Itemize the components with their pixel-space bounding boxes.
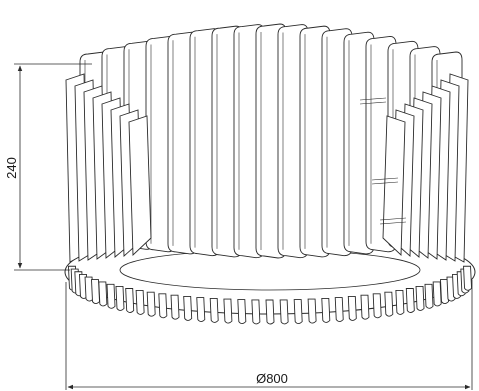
left-side-fin (128, 115, 152, 257)
clip-mark (371, 181, 399, 185)
bottom-fin (183, 296, 193, 321)
diameter-label: Ø800 (256, 371, 288, 386)
clip-mark (359, 101, 387, 105)
height-label: 240 (4, 157, 19, 179)
bottom-fin (360, 294, 370, 320)
bottom-fin (98, 281, 108, 307)
bottom-fin (463, 265, 472, 291)
bottom-fin (237, 299, 247, 325)
bottom-fin (125, 288, 135, 313)
bottom-fin (395, 289, 405, 315)
bottom-fin (135, 289, 145, 315)
clip-mark (371, 177, 399, 181)
bottom-fin (347, 296, 357, 321)
bottom-fin (321, 297, 331, 323)
bottom-fin (265, 299, 275, 325)
right-side-fin (382, 115, 406, 257)
bottom-fin (91, 279, 100, 304)
bottom-fin (334, 297, 344, 322)
clip-mark (379, 217, 407, 221)
bottom-fin (372, 293, 382, 319)
bottom-fin (384, 291, 394, 317)
bottom-fin (170, 294, 180, 320)
bottom-fin (279, 299, 289, 325)
bottom-fin (293, 299, 303, 325)
bottom-fin (405, 288, 415, 313)
bottom-fin (415, 286, 425, 311)
height-dimension: 240 (4, 63, 92, 271)
bottom-fin (440, 279, 449, 304)
bottom-fin (307, 298, 317, 324)
bottom-fin (146, 291, 156, 317)
bottom-fin (209, 297, 219, 323)
bottom-fin (106, 283, 116, 309)
clip-mark (359, 97, 387, 101)
bottom-fin (115, 286, 125, 311)
pendant-lamp-shade (64, 23, 476, 325)
clip-mark (379, 221, 407, 225)
bottom-fin (424, 283, 434, 309)
bottom-fin (196, 297, 206, 322)
diameter-dimension: Ø800 (65, 280, 473, 390)
bottom-fin (223, 298, 233, 324)
bottom-fin (251, 299, 261, 325)
bottom-fin (432, 281, 442, 307)
bottom-fin (158, 293, 168, 319)
